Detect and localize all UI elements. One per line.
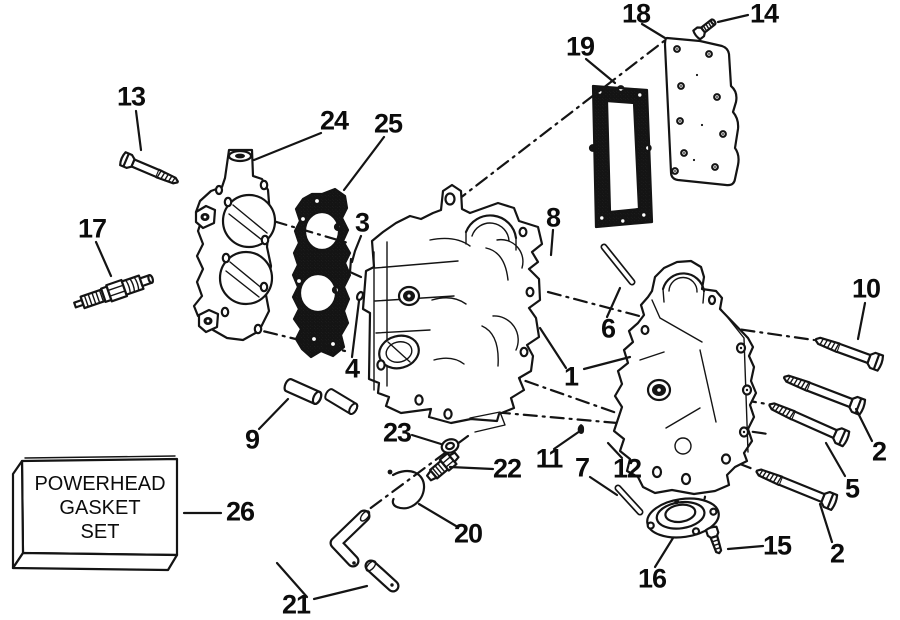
callout-14: 14: [749, 0, 779, 29]
gasket-set-line-1: POWERHEAD: [34, 473, 166, 495]
cylinder-block-part: [361, 183, 544, 433]
leaf-valve-parts: [348, 257, 365, 302]
callout-1: 1: [563, 361, 579, 392]
callout-2: 2: [829, 538, 845, 569]
thermostat-cover-part: [646, 497, 720, 539]
screw-15: [704, 525, 723, 555]
callout-8: 8: [545, 202, 561, 233]
callout-16: 16: [637, 563, 667, 594]
callout-5: 5: [844, 473, 860, 504]
callout-6: 6: [600, 313, 616, 344]
crankcase-part: [612, 259, 758, 496]
callout-2: 2: [871, 436, 887, 467]
leader-lines: [94, 13, 874, 601]
washer-and-fitting: [425, 438, 460, 482]
cylinder-head-part: [192, 148, 277, 342]
callout-12: 12: [612, 453, 642, 484]
callout-24: 24: [319, 105, 349, 136]
callout-7: 7: [574, 452, 590, 483]
bolt-2-lower: [752, 462, 840, 512]
spark-plug-part: [73, 274, 155, 310]
exhaust-cover-part: [663, 36, 740, 187]
wire-clip-part: [387, 469, 426, 510]
callout-22: 22: [492, 453, 522, 484]
head-gasket-part: [291, 187, 352, 359]
screw-14: [692, 18, 717, 41]
callout-13: 13: [116, 81, 146, 112]
gasket-set-line-2: GASKET: [59, 497, 141, 519]
bolt-2-upper: [780, 368, 868, 417]
bolt-5: [765, 396, 852, 448]
callout-3: 3: [354, 207, 370, 238]
callout-26: 26: [225, 496, 255, 527]
callout-19: 19: [565, 31, 595, 62]
pin-parts: [544, 243, 644, 516]
bolt-10: [812, 331, 886, 373]
callout-23: 23: [382, 417, 412, 448]
callout-17: 17: [77, 213, 107, 244]
callout-18: 18: [621, 0, 651, 29]
callout-25: 25: [373, 108, 403, 139]
callout-20: 20: [453, 518, 483, 549]
bolt-13: [117, 150, 182, 190]
powerhead-gasket-set-box: [11, 455, 179, 572]
hose-parts: [329, 509, 400, 593]
callout-15: 15: [762, 530, 792, 561]
callout-4: 4: [344, 353, 360, 384]
callout-9: 9: [244, 424, 260, 455]
exhaust-gasket-part: [588, 84, 654, 229]
callout-11: 11: [535, 443, 564, 474]
gasket-set-line-3: SET: [80, 521, 120, 543]
gasket-set-box-label: POWERHEAD GASKET SET: [24, 462, 176, 554]
callout-10: 10: [851, 273, 881, 304]
callout-21: 21: [281, 589, 311, 620]
